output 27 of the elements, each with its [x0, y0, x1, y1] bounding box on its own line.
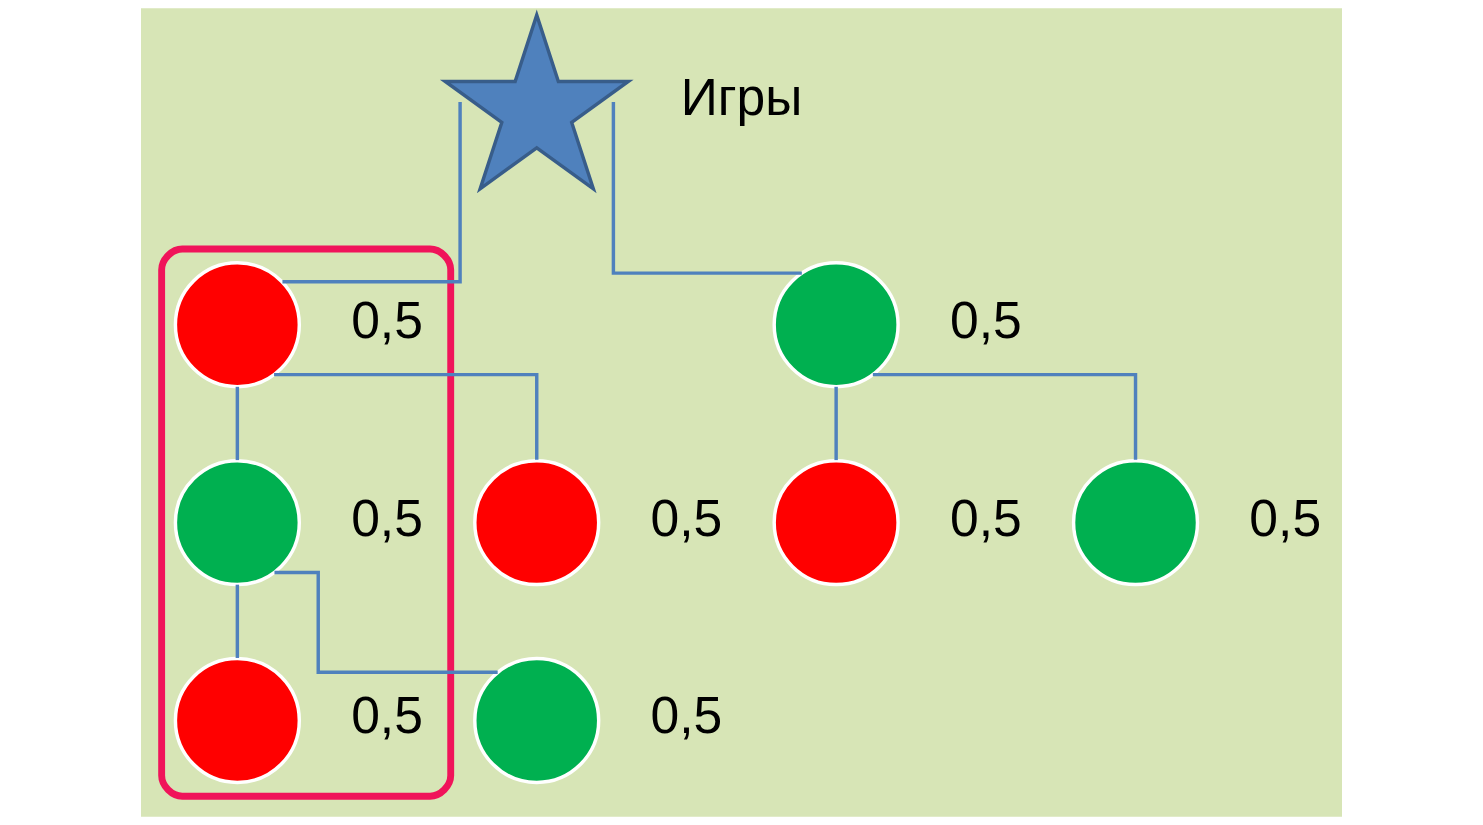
node-circle [173, 458, 302, 587]
node-label: 0,5 [351, 488, 423, 547]
node-circle [473, 458, 601, 587]
node-label: 0,5 [949, 488, 1022, 547]
cluster [158, 245, 455, 800]
node-circle [772, 261, 900, 389]
connector [834, 386, 838, 461]
node-label: 0,5 [650, 686, 723, 745]
node-star [439, 9, 634, 194]
connector [872, 372, 1138, 460]
node-circle [173, 656, 302, 785]
node-label: Игры [680, 67, 803, 126]
node-label: 0,5 [351, 290, 423, 349]
connector [235, 584, 240, 658]
connector [282, 102, 462, 284]
node-circle [1071, 458, 1200, 587]
connector [611, 102, 802, 275]
node-circle [173, 261, 302, 389]
connector [274, 372, 539, 460]
node-label: 0,5 [1249, 488, 1322, 547]
node-circle [772, 458, 900, 587]
node-label: 0,5 [949, 290, 1022, 349]
node-label: 0,5 [351, 686, 423, 745]
node-circle [473, 656, 601, 785]
connector [274, 570, 498, 675]
node-label: 0,5 [650, 488, 723, 547]
connector [235, 386, 240, 461]
